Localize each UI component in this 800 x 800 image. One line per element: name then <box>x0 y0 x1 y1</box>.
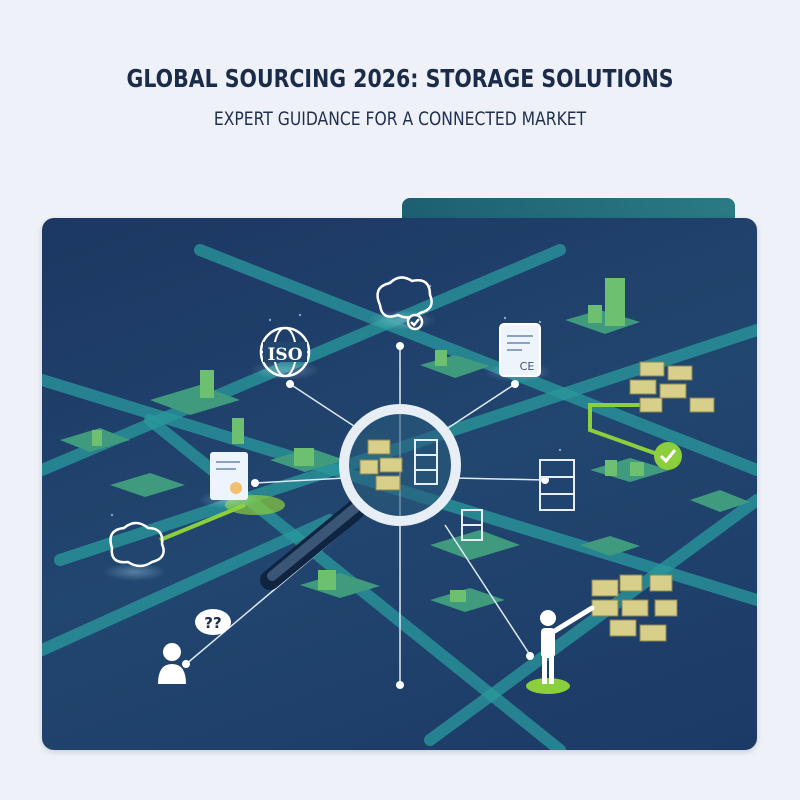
storage-shelf-icon <box>414 439 438 485</box>
person-question-icon: ?? <box>158 609 231 684</box>
magnifying-glass-icon <box>260 404 461 590</box>
illustration-panel: ISO CE <box>42 218 757 750</box>
sourcing-map-illustration: ISO CE <box>42 244 757 750</box>
ce-label: CE <box>520 360 535 373</box>
storage-shelf-icon <box>461 459 575 541</box>
certificate-seal-icon <box>198 452 258 509</box>
connector-dots <box>182 342 549 689</box>
iso-globe-icon: ISO <box>250 326 320 380</box>
check-circle-icon <box>654 442 682 470</box>
city-blocks <box>60 278 750 612</box>
question-label: ?? <box>204 614 221 632</box>
container-stack-icon <box>591 361 715 642</box>
sparkles <box>110 280 562 517</box>
brain-icon <box>103 521 167 581</box>
certificate-ce-icon: CE <box>484 323 552 382</box>
person-pointing-icon <box>526 605 595 694</box>
iso-label: ISO <box>267 345 302 365</box>
container-stack-icon <box>359 439 403 491</box>
page-subtitle: EXPERT GUIDANCE FOR A CONNECTED MARKET <box>213 108 587 130</box>
page-title: GLOBAL SOURCING 2026: STORAGE SOLUTIONS <box>126 64 674 93</box>
